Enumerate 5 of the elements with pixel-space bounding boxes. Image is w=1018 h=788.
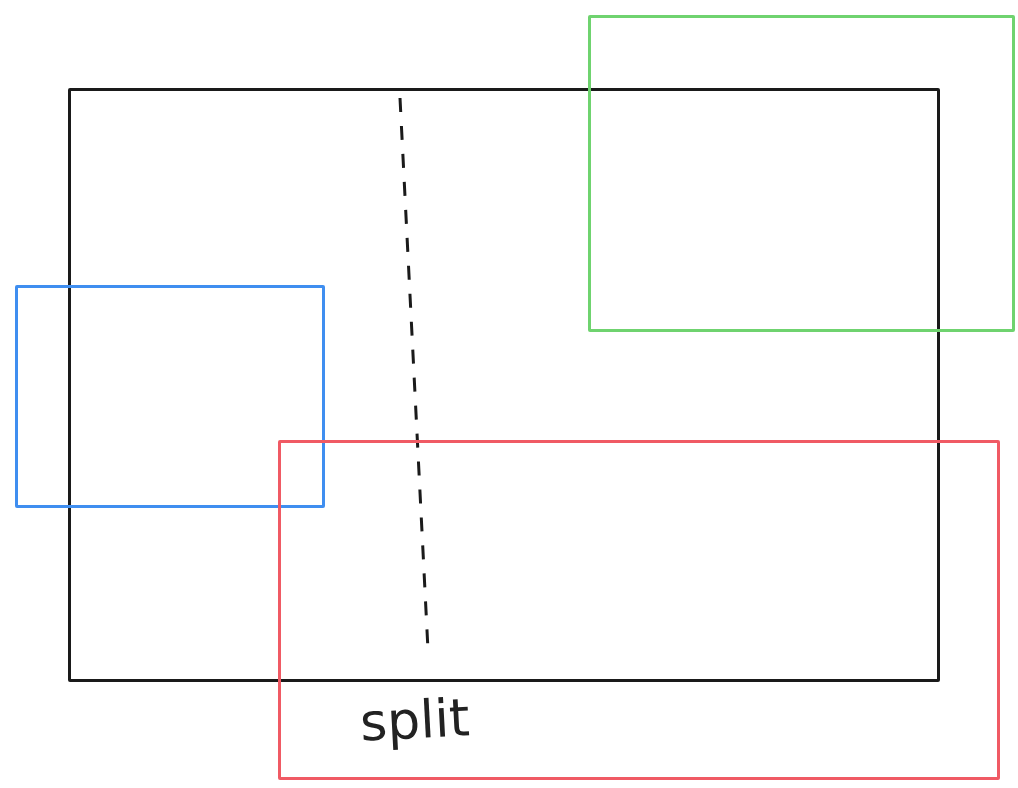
rectangle-outline — [278, 440, 1000, 780]
rectangle-outline — [68, 88, 940, 682]
handwritten-note: split — [358, 687, 471, 753]
rectangle-outline — [15, 285, 325, 508]
rectangle-outline — [588, 15, 1015, 332]
